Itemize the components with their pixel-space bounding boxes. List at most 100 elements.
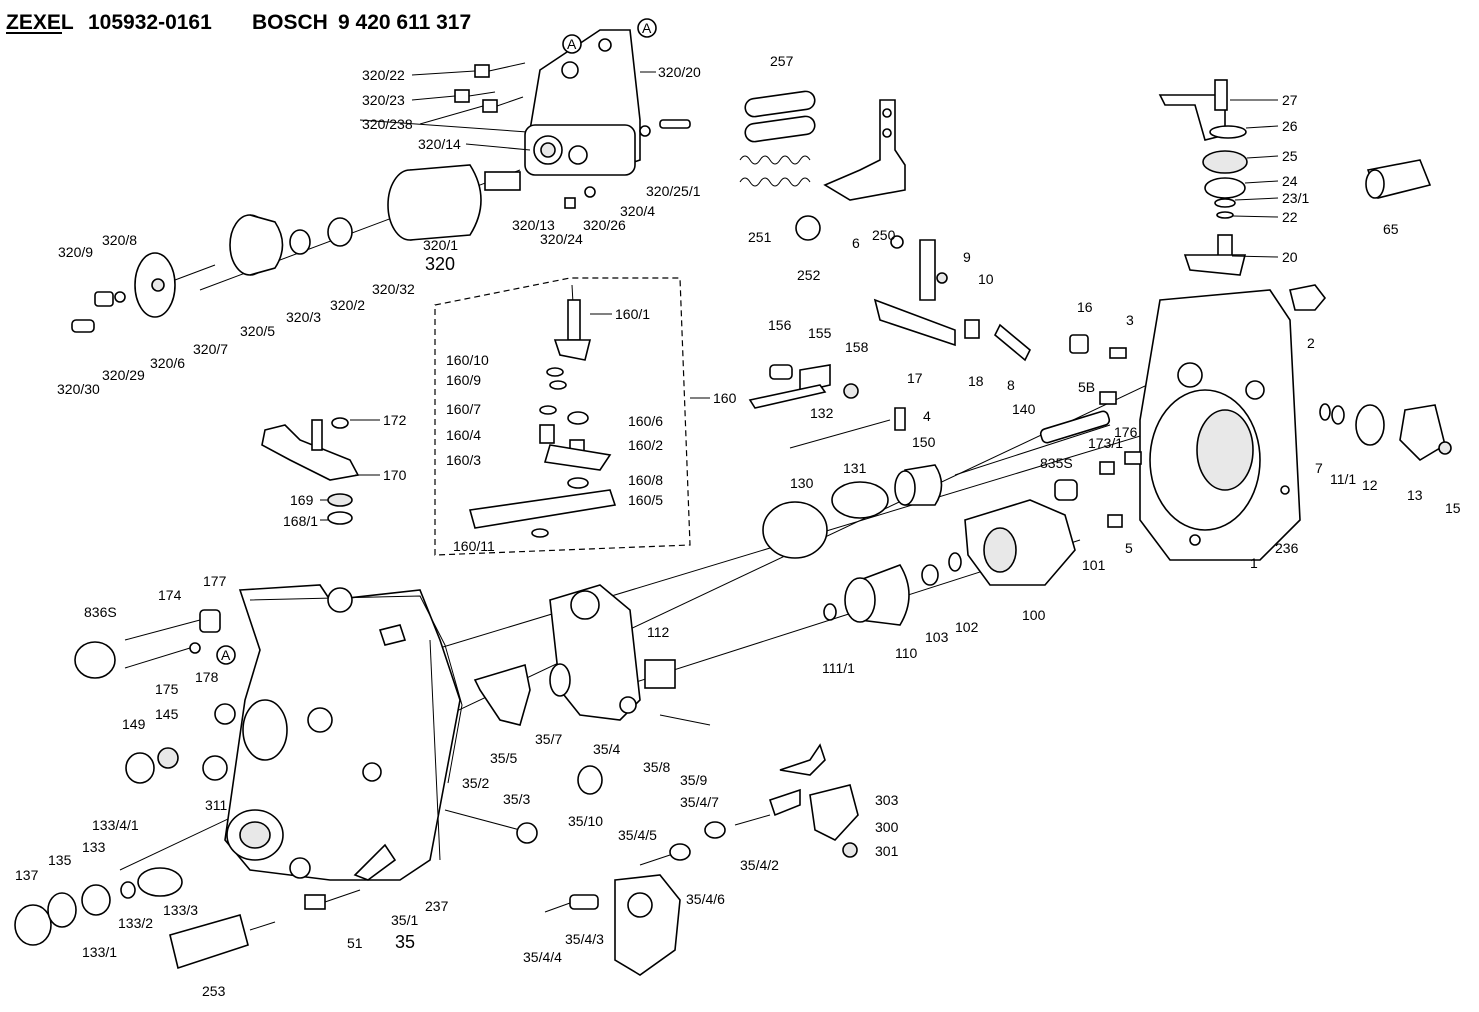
callout-149: 149: [122, 716, 146, 732]
callout-320-13: 320/13: [512, 217, 555, 233]
callout-102: 102: [955, 619, 979, 635]
callout-160-6: 160/6: [628, 413, 663, 429]
callout-320-6: 320/6: [150, 355, 185, 371]
callout-12: 12: [1362, 477, 1378, 493]
callout-4: 4: [923, 408, 931, 424]
callout-65: 65: [1383, 221, 1399, 237]
callout-140: 140: [1012, 401, 1036, 417]
callout-173-1: 173/1: [1088, 435, 1123, 451]
callout-320-29: 320/29: [102, 367, 145, 383]
callout-22: 22: [1282, 209, 1298, 225]
link-parts: [748, 235, 1142, 528]
callout-320-8: 320/8: [102, 232, 137, 248]
right-side-small-parts: [1319, 403, 1452, 462]
callout-7: 7: [1315, 460, 1323, 476]
callout-160: 160: [713, 390, 737, 406]
callout-156: 156: [768, 317, 792, 333]
callout-101: 101: [1082, 557, 1106, 573]
plug-835S: [1054, 479, 1078, 501]
nut-15: [1438, 441, 1452, 455]
callout-13: 13: [1407, 487, 1423, 503]
callout-100: 100: [1022, 607, 1046, 623]
callout-145: 145: [155, 706, 179, 722]
callout-17: 17: [907, 370, 923, 386]
callout-172: 172: [383, 412, 407, 428]
callout-176: 176: [1114, 424, 1138, 440]
spacer-253: [169, 914, 249, 970]
callout-6: 6: [852, 235, 860, 251]
callout-35: 35: [395, 932, 415, 952]
callout-35-4-6: 35/4/6: [686, 891, 725, 907]
callout-169: 169: [290, 492, 314, 508]
spring-320-2: [327, 217, 353, 247]
callout-9: 9: [963, 249, 971, 265]
callout-11-1: 11/1: [1330, 471, 1356, 487]
callout-160-3: 160/3: [446, 452, 481, 468]
callout-35-3: 35/3: [503, 791, 530, 807]
block-112: [644, 659, 676, 689]
nut-25: [1202, 150, 1248, 174]
callout-311: 311: [205, 797, 228, 813]
bosch-part-number: 9 420 611 317: [338, 11, 471, 34]
callout-8: 8: [1007, 377, 1015, 393]
callout-150: 150: [912, 434, 936, 450]
brand-bosch: BOSCH: [252, 11, 328, 34]
callout-835S: 835S: [1040, 455, 1073, 471]
shaft-140: [1039, 410, 1111, 444]
callout-320: 320: [425, 254, 455, 274]
callout-168-1: 168/1: [283, 513, 318, 529]
lever-17: [873, 298, 956, 347]
callout-320-7: 320/7: [193, 341, 228, 357]
zexel-part-number: 105932-0161: [88, 11, 212, 34]
lever-160-5: [468, 489, 617, 529]
callout-836S: 836S: [84, 604, 117, 620]
callout-174: 174: [158, 587, 182, 603]
callout-labels: A A A 320/22 320/23 320/238 320/14 320/2…: [15, 18, 1461, 999]
callout-320-23: 320/23: [362, 92, 405, 108]
callout-5: 5: [1125, 540, 1133, 556]
callout-303: 303: [875, 792, 899, 808]
callout-320-9: 320/9: [58, 244, 93, 260]
callout-35-4-5: 35/4/5: [618, 827, 657, 843]
callout-320-5: 320/5: [240, 323, 275, 339]
marker-a-left: A: [221, 647, 231, 663]
callout-160-2: 160/2: [628, 437, 663, 453]
callout-252: 252: [797, 267, 821, 283]
callout-253: 253: [202, 983, 226, 999]
callout-160-11: 160/11: [453, 538, 495, 554]
callout-236: 236: [1275, 540, 1299, 556]
callout-170: 170: [383, 467, 407, 483]
plug-252: [795, 215, 821, 241]
callout-137: 137: [15, 867, 39, 883]
callout-24: 24: [1282, 173, 1298, 189]
callout-320-2: 320/2: [330, 297, 365, 313]
callout-35-9: 35/9: [680, 772, 707, 788]
callout-300: 300: [875, 819, 899, 835]
spring-12: [1355, 404, 1385, 446]
callout-132: 132: [810, 405, 834, 421]
callout-320-25-1: 320/25/1: [646, 183, 701, 199]
plug-2: [1289, 284, 1327, 311]
callout-35-10: 35/10: [568, 813, 603, 829]
callout-237: 237: [425, 898, 449, 914]
lever-250: [823, 99, 906, 201]
callout-320-14: 320/14: [418, 136, 461, 152]
callout-103: 103: [925, 629, 949, 645]
callout-51: 51: [347, 935, 363, 951]
callout-160-10: 160/10: [446, 352, 489, 368]
brand-zexel: ZEXEL: [6, 11, 74, 34]
callout-35-2: 35/2: [462, 775, 489, 791]
sleeve-257-b: [744, 115, 816, 143]
plug-836S: [74, 641, 116, 679]
callout-160-1: 160/1: [615, 306, 650, 322]
fulcrum-lever-stack: [1158, 79, 1432, 276]
callout-320-26: 320/26: [583, 217, 626, 233]
plate-9: [919, 239, 936, 301]
lever-170: [261, 424, 360, 481]
callout-1: 1: [1250, 555, 1258, 571]
governor-assembly: [762, 410, 1111, 626]
callout-110: 110: [895, 645, 918, 661]
callout-160-5: 160/5: [628, 492, 663, 508]
boost-compensator-assembly: [71, 29, 691, 333]
